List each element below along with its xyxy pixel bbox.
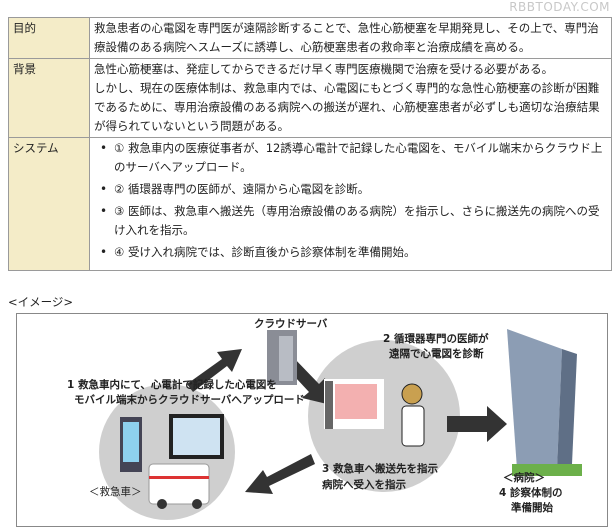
table-row: 目的 救急患者の心電図を専門医が遠隔診断することで、急性心筋梗塞を早期発見し、そ… bbox=[8, 17, 612, 59]
ambulance-label: ＜救急車＞ bbox=[89, 486, 142, 498]
step3-label: 病院へ受入を指示 bbox=[322, 479, 406, 491]
list-item: ④ 受け入れ病院では、診断直後から診察体制を準備開始。 bbox=[100, 243, 607, 262]
mobile-device-icon bbox=[120, 417, 142, 472]
step3-label: 3 救急車へ搬送先を指示 bbox=[322, 463, 438, 475]
arrow-icon bbox=[447, 406, 507, 442]
hospital-label: ＜病院＞ bbox=[503, 472, 545, 484]
table-row: 背景 急性心筋梗塞は、発症してからできるだけ早く専門医療機関で治療を受ける必要が… bbox=[8, 58, 612, 138]
step4-label: 準備開始 bbox=[511, 502, 553, 514]
arrow-icon bbox=[187, 349, 242, 392]
step1-label: 1 救急車内にて、心電計で記録した心電図を bbox=[67, 379, 277, 391]
figure-caption: <イメージ> bbox=[8, 295, 74, 309]
text-line: しかし、現在の医療体制は、救急車内では、心電図にもとづく専門的な急性心筋梗塞の診… bbox=[94, 81, 600, 133]
text-line: 急性心筋梗塞は、発症してからできるだけ早く専門医療機関で治療を受ける必要がある。 bbox=[94, 62, 554, 76]
table-row: システム ① 救急車内の医療従事者が、12誘導心電計で記録した心電図を、モバイル… bbox=[8, 137, 612, 271]
tablet-icon bbox=[169, 414, 224, 459]
row-content: ① 救急車内の医療従事者が、12誘導心電計で記録した心電図を、モバイル端末からク… bbox=[89, 137, 612, 271]
server-icon bbox=[267, 330, 297, 385]
row-content: 救急患者の心電図を専門医が遠隔診断することで、急性心筋梗塞を早期発見し、その上で… bbox=[89, 17, 612, 59]
computer-icon bbox=[324, 379, 384, 429]
system-diagram: クラウドサーバ 2 循環器専門の医師が 遠隔で心電図を診断 1 救急車内にて、心… bbox=[16, 313, 608, 527]
diagram-graphics bbox=[99, 329, 582, 520]
system-list: ① 救急車内の医療従事者が、12誘導心電計で記録した心電図を、モバイル端末からク… bbox=[94, 139, 607, 262]
list-item: ① 救急車内の医療従事者が、12誘導心電計で記録した心電図を、モバイル端末からク… bbox=[100, 139, 607, 177]
ambulance-icon bbox=[148, 463, 210, 509]
list-item: ③ 医師は、救急車へ搬送先（専用治療設備のある病院）を指示し、さらに搬送先の病院… bbox=[100, 202, 607, 240]
info-table: 目的 救急患者の心電図を専門医が遠隔診断することで、急性心筋梗塞を早期発見し、そ… bbox=[8, 17, 612, 271]
row-label: システム bbox=[8, 137, 90, 271]
row-content: 急性心筋梗塞は、発症してからできるだけ早く専門医療機関で治療を受ける必要がある。… bbox=[89, 58, 612, 138]
list-item: ② 循環器専門の医師が、遠隔から心電図を診断。 bbox=[100, 180, 607, 199]
row-label: 背景 bbox=[8, 58, 90, 138]
watermark: RBBTODAY.COM bbox=[509, 0, 610, 14]
hospital-icon bbox=[507, 329, 582, 476]
doctor-icon bbox=[401, 383, 425, 447]
arrow-icon bbox=[245, 454, 315, 494]
row-label: 目的 bbox=[8, 17, 90, 59]
step2-label: 2 循環器専門の医師が bbox=[383, 333, 489, 345]
step1-label: モバイル端末からクラウドサーバへアップロード bbox=[74, 394, 305, 406]
step4-label: 4 診察体制の bbox=[499, 487, 563, 499]
step2-label: 遠隔で心電図を診断 bbox=[389, 348, 484, 360]
cloud-server-label: クラウドサーバ bbox=[254, 318, 328, 330]
